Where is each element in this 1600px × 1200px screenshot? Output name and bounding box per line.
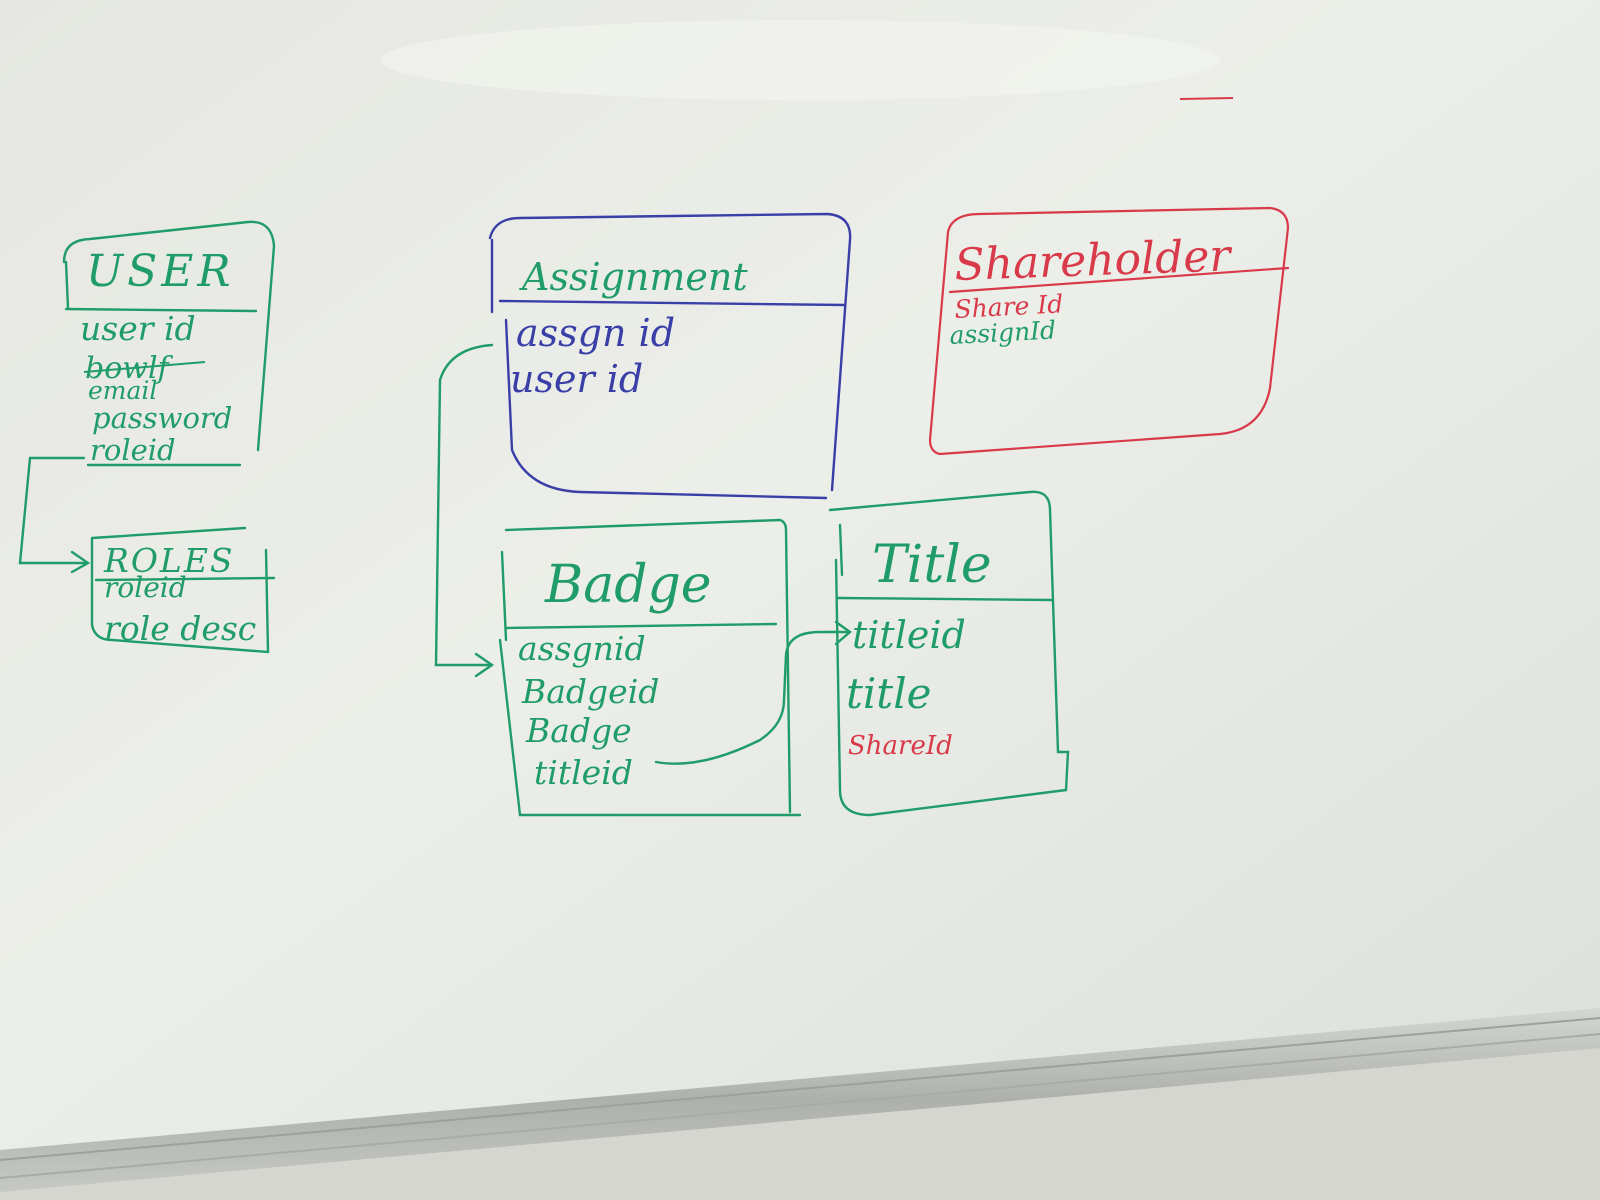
title-fields: titleid title ShareId: [846, 613, 966, 761]
whiteboard-surface: [0, 0, 1600, 1155]
title-box: [828, 490, 1070, 817]
assignment-title: Assignment: [519, 255, 748, 299]
red-marker-mark: [1179, 97, 1234, 100]
entity-user: [62, 220, 276, 467]
user-roles-connector: [18, 456, 91, 574]
user-title: USER: [86, 246, 234, 297]
assignment-box: [488, 212, 852, 500]
user-scribble-strike: [83, 361, 206, 373]
badge-fields: assgnid Badgeid Badge titleid: [518, 629, 659, 792]
user-fields: user id bowlf email password roleid: [80, 309, 232, 467]
assignment-field: assgn id: [516, 311, 675, 355]
badge-field: titleid: [534, 753, 633, 792]
title-divider: [836, 596, 1054, 602]
tray-edge: [0, 1017, 1600, 1161]
badge-field: assgnid: [518, 629, 646, 668]
shareholder-title: Shareholder: [954, 230, 1235, 291]
user-box: [62, 220, 276, 467]
badge-field: Badgeid: [521, 672, 659, 711]
user-divider: [64, 307, 258, 313]
tray-edge-2: [0, 1033, 1600, 1179]
assignment-field: user id: [510, 357, 643, 401]
title-field: titleid: [852, 613, 966, 657]
roles-divider: [94, 576, 276, 582]
roles-field: role desc: [104, 609, 256, 648]
assignment-badge-connector: [434, 343, 495, 678]
badge-title-connector: [654, 620, 852, 765]
entity-roles: [90, 526, 276, 654]
entity-title: [828, 490, 1070, 817]
badge-field: Badge: [525, 711, 632, 750]
user-field: user id: [80, 309, 196, 348]
badge-box: [498, 518, 802, 817]
title-field: ShareId: [848, 731, 953, 761]
user-field: password: [92, 401, 232, 435]
entity-assignment: [488, 212, 852, 500]
roles-title: ROLES: [103, 541, 235, 580]
badge-divider: [504, 622, 778, 630]
shareholder-field: assignId: [949, 315, 1057, 350]
glare: [380, 20, 1220, 100]
badge-title: Badge: [544, 555, 712, 615]
entity-shareholder: [928, 206, 1290, 456]
shareholder-divider: [948, 266, 1290, 294]
assignment-divider: [498, 299, 847, 307]
roles-field: roleid: [104, 571, 187, 604]
user-field: roleid: [90, 433, 176, 467]
entity-badge: [498, 518, 802, 817]
user-field: email: [88, 376, 157, 405]
title-title: Title: [872, 535, 992, 595]
shareholder-box: [928, 206, 1290, 456]
roles-box: [90, 526, 270, 654]
title-field: title: [846, 669, 931, 718]
shareholder-field: Share Id: [954, 289, 1064, 324]
